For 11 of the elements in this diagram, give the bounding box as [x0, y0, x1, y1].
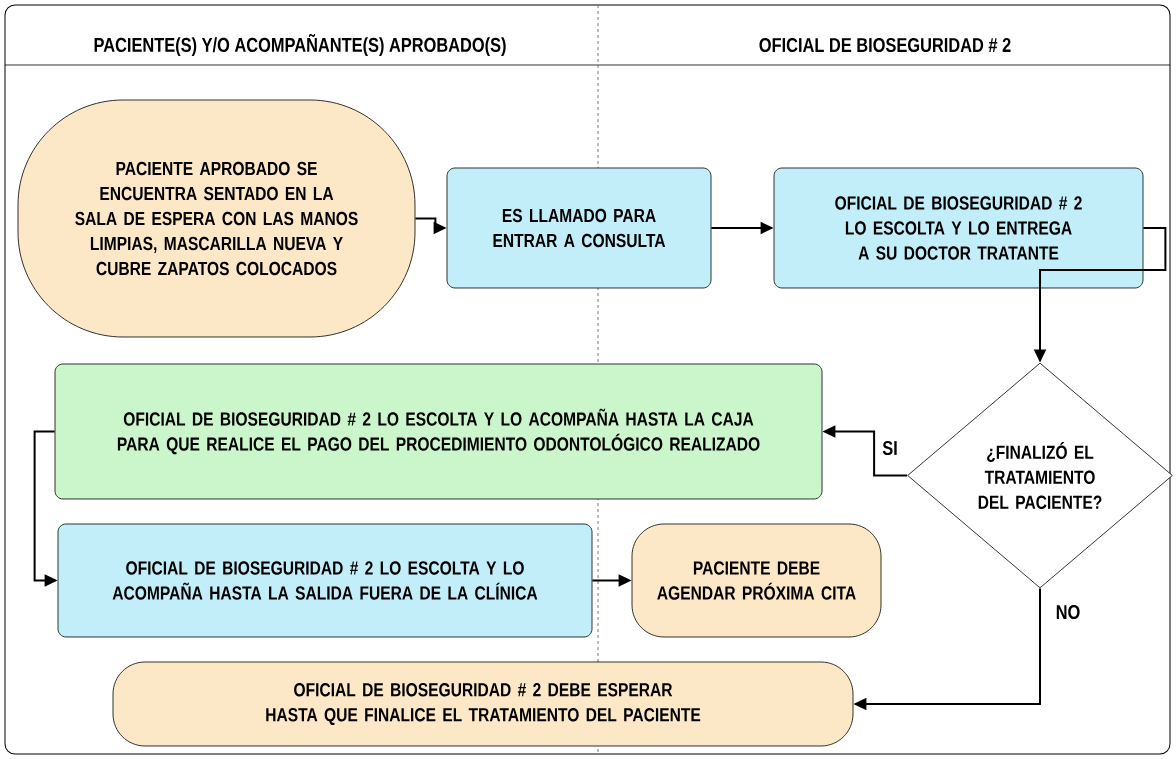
node-label: ¿FINALIZÓ EL TRATAMIENTO DEL PACIENTE?	[978, 441, 1102, 510]
process-box: OFICIAL DE BIOSEGURIDAD # 2 LO ESCOLTA Y LO ACOMPAÑA HASTA LA CAJA PARA QUE REALICE EL PAGO DEL PROCEDIMIENTO ODONTOLÓGICO REALIZADO	[54, 363, 823, 500]
edge-label: NO	[1053, 602, 1083, 622]
process-box: OFICIAL DE BIOSEGURIDAD # 2 LO ESCOLTA Y LO ENTREGA A SU DOCTOR TRATANTE	[773, 167, 1144, 289]
lane-header: OFICIAL DE BIOSEGURIDAD # 2	[759, 37, 1011, 53]
process-box: OFICIAL DE BIOSEGURIDAD # 2 LO ESCOLTA Y LO ACOMPAÑA HASTA LA SALIDA FUERA DE LA CLÍNICA	[57, 523, 593, 638]
terminal-box: PACIENTE DEBE AGENDAR PRÓXIMA CITA	[631, 523, 882, 638]
lane-header: PACIENTE(S) Y/O ACOMPAÑANTE(S) APROBADO(S)	[94, 34, 506, 56]
process-box: ES LLAMADO PARA ENTRAR A CONSULTA	[446, 167, 712, 289]
terminal-box: OFICIAL DE BIOSEGURIDAD # 2 DEBE ESPERAR HASTA QUE FINALICE EL TRATAMIENTO DEL PACIENTE	[112, 661, 854, 747]
edge-label: SI	[880, 438, 900, 458]
